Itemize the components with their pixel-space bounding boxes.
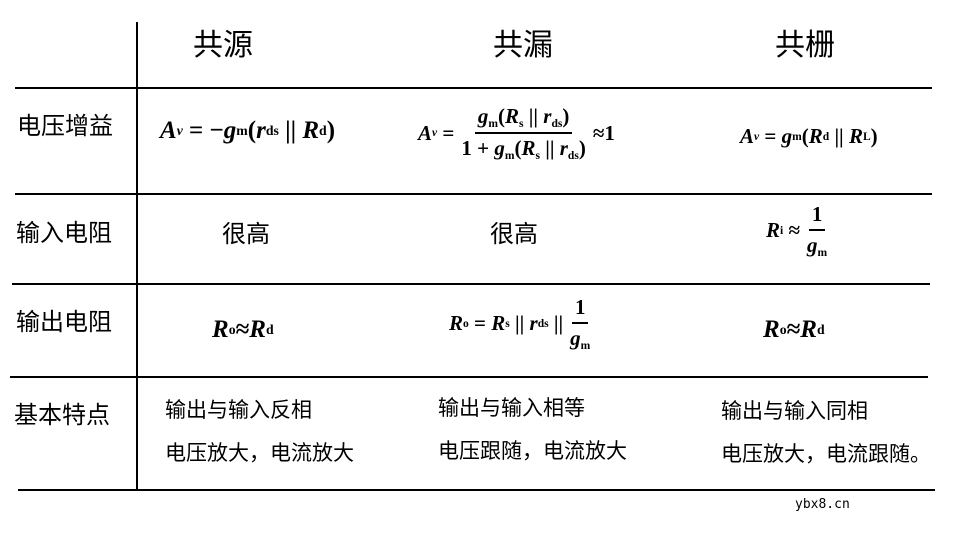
watermark: ybx8.cn bbox=[795, 497, 850, 512]
row-divider bbox=[15, 193, 932, 195]
row-label-input-resistance: 输入电阻 bbox=[16, 219, 112, 247]
cd-feature-phase: 输出与输入相等 bbox=[438, 396, 585, 420]
row-label-features: 基本特点 bbox=[14, 401, 110, 429]
fraction: 1 gm bbox=[570, 295, 591, 353]
cg-feature-amplification: 电压放大，电流跟随。 bbox=[721, 442, 931, 466]
header-common-gate: 共栅 bbox=[775, 28, 835, 63]
header-common-drain: 共漏 bbox=[493, 28, 553, 63]
row-label-output-resistance: 输出电阻 bbox=[16, 308, 112, 336]
row-divider bbox=[12, 283, 930, 285]
cs-feature-phase: 输出与输入反相 bbox=[165, 398, 312, 422]
cd-feature-amplification: 电压跟随，电流放大 bbox=[438, 439, 627, 463]
fraction: gm(Rs || rds) 1 + gm(Rs || rds) bbox=[461, 104, 586, 163]
cg-feature-phase: 输出与输入同相 bbox=[721, 399, 868, 423]
row-label-voltage-gain: 电压增益 bbox=[17, 112, 113, 140]
header-common-source: 共源 bbox=[193, 28, 253, 63]
fraction: 1 gm bbox=[807, 202, 828, 260]
cs-feature-amplification: 电压放大，电流放大 bbox=[165, 441, 354, 465]
row-divider bbox=[10, 376, 928, 378]
cs-input-resistance: 很高 bbox=[222, 220, 270, 248]
cd-input-resistance: 很高 bbox=[490, 220, 538, 248]
row-divider bbox=[15, 87, 932, 89]
column-divider bbox=[136, 22, 138, 489]
row-divider bbox=[18, 489, 935, 491]
